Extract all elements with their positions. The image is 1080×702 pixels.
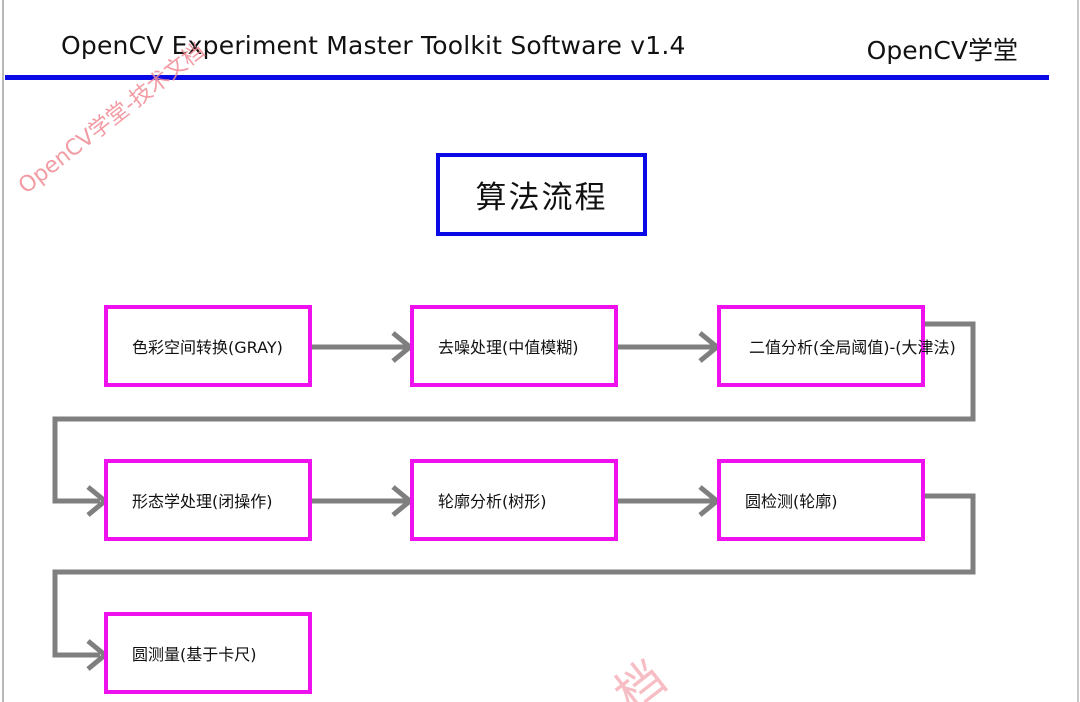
- flow-step-circle-detection: 圆检测(轮廓): [717, 459, 925, 541]
- header-title: OpenCV Experiment Master Toolkit Softwar…: [61, 31, 686, 60]
- header-brand: OpenCV学堂: [866, 36, 1018, 65]
- page-border-left: [2, 0, 4, 702]
- step-label: 去噪处理(中值模糊): [438, 338, 579, 357]
- step-label: 轮廓分析(树形): [438, 492, 547, 511]
- flow-step-denoise: 去噪处理(中值模糊): [410, 305, 618, 387]
- flow-step-gray-conversion: 色彩空间转换(GRAY): [104, 305, 312, 387]
- flow-step-contour-analysis: 轮廓分析(树形): [410, 459, 618, 541]
- connector-3-4: [52, 321, 976, 504]
- step-label: 形态学处理(闭操作): [132, 492, 273, 511]
- connector-6-7: [52, 493, 976, 658]
- section-title-box: 算法流程: [436, 153, 647, 236]
- step-label: 色彩空间转换(GRAY): [132, 338, 283, 357]
- flow-step-circle-measurement: 圆测量(基于卡尺): [104, 612, 312, 694]
- header-divider: [5, 75, 1049, 80]
- step-label: 二值分析(全局阈值)-(大津法): [749, 338, 956, 357]
- page-border-right: [1077, 0, 1079, 702]
- section-title: 算法流程: [475, 180, 608, 216]
- flow-step-morphology: 形态学处理(闭操作): [104, 459, 312, 541]
- flow-step-binarization: 二值分析(全局阈值)-(大津法): [717, 305, 956, 387]
- step-label: 圆检测(轮廓): [745, 492, 838, 511]
- step-label: 圆测量(基于卡尺): [132, 645, 257, 664]
